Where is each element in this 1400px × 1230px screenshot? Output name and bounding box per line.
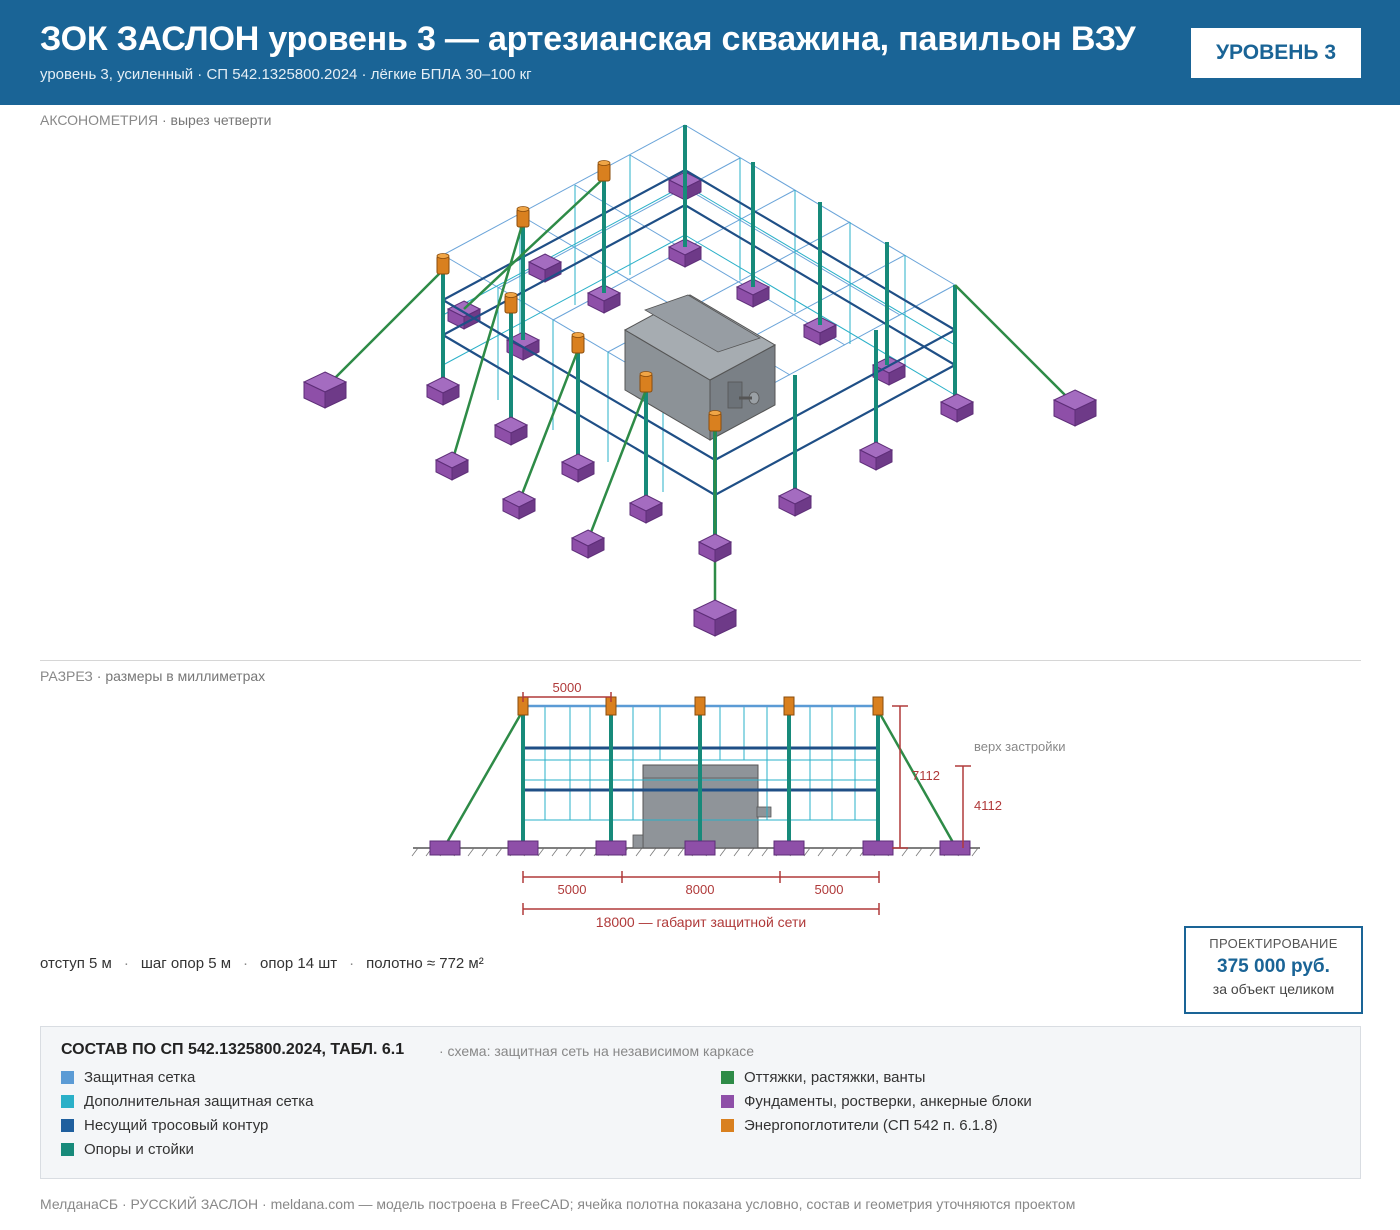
section-guys	[443, 711, 957, 847]
legend-swatch	[721, 1094, 734, 1108]
legend-scheme: · схема: защитная сеть на независимом ка…	[439, 1043, 755, 1059]
legend-swatch	[61, 1142, 74, 1156]
anchor-block	[595, 840, 627, 856]
anchor-block	[629, 494, 663, 524]
stat-step: шаг опор 5 м	[140, 955, 232, 972]
dim-bottom-right: 5000	[815, 882, 844, 897]
energy-absorber	[504, 292, 518, 314]
price-value: 375 000 руб.	[1217, 956, 1330, 977]
legend-label: Фундаменты, ростверки, анкерные блоки	[744, 1092, 1032, 1110]
legend-item: Несущий тросовый контур	[61, 1115, 268, 1135]
anchor-block	[698, 533, 732, 563]
legend-label: Несущий тросовый контур	[84, 1116, 269, 1134]
axonometry-title: АКСОНОМЕТРИЯ	[40, 112, 159, 128]
anchor-block	[494, 416, 528, 446]
anchor-block	[507, 840, 539, 856]
dim-total-height: 7112	[912, 768, 940, 783]
legend-item: Фундаменты, ростверки, анкерные блоки	[721, 1091, 1032, 1111]
energy-absorber	[571, 332, 585, 354]
legend-item: Опоры и стойки	[61, 1139, 194, 1159]
price-caption: ПРОЕКТИРОВАНИЕ	[1209, 936, 1338, 951]
anchor-block	[862, 840, 894, 856]
legend-title: СОСТАВ ПО СП 542.1325800.2024, ТАБЛ. 6.1	[61, 1041, 405, 1058]
energy-absorber	[694, 696, 706, 716]
axonometry-drawing	[303, 124, 1097, 637]
anchor-block	[435, 451, 469, 481]
stats-line: отступ 5 м·шаг опор 5 м·опор 14 шт·полот…	[40, 955, 484, 972]
legend-swatch	[721, 1118, 734, 1132]
energy-absorber	[639, 371, 653, 393]
legend-label: Защитная сетка	[84, 1068, 196, 1086]
anchor-block	[528, 253, 562, 283]
legend-item: Дополнительная защитная сетка	[61, 1091, 313, 1111]
dim-building-height: 4112	[974, 798, 1002, 813]
legend-item: Энергопоглотители (СП 542 п. 6.1.8)	[721, 1115, 998, 1135]
page-title: ЗОК ЗАСЛОН уровень 3 — артезианская сква…	[40, 20, 1136, 58]
legend-panel: СОСТАВ ПО СП 542.1325800.2024, ТАБЛ. 6.1…	[40, 1026, 1361, 1179]
energy-absorber	[708, 410, 722, 432]
stat-offset: отступ 5 м	[40, 955, 112, 972]
level-badge: УРОВЕНЬ 3	[1191, 28, 1361, 78]
energy-absorber	[872, 696, 884, 716]
legend-item: Защитная сетка	[61, 1067, 195, 1087]
anchor-block	[426, 376, 460, 406]
section-title: РАЗРЕЗ	[40, 668, 93, 684]
anchor-block	[859, 441, 893, 471]
legend-label: Энергопоглотители (СП 542 п. 6.1.8)	[744, 1116, 998, 1134]
legend-swatch	[61, 1094, 74, 1108]
anchor-block	[940, 393, 974, 423]
anchor-block	[693, 599, 737, 637]
axonometry-label: АКСОНОМЕТРИЯ · вырез четверти	[40, 112, 271, 128]
legend-label: Опоры и стойки	[84, 1140, 194, 1158]
axonometry-note: · вырез четверти	[158, 112, 272, 128]
energy-absorber	[783, 696, 795, 716]
legend-swatch	[61, 1118, 74, 1132]
section-drawing: 5000 7112 4112 5000 8000 5000 18000 — га…	[411, 680, 1066, 930]
price-box: ПРОЕКТИРОВАНИЕ 375 000 руб. за объект це…	[1184, 926, 1363, 1014]
anchor-block	[502, 490, 536, 520]
anchor-block	[303, 371, 347, 409]
anchor-block	[561, 453, 595, 483]
dim-overall: 18000 — габарит защитной сети	[596, 914, 806, 930]
anchor-block	[773, 840, 805, 856]
energy-absorber	[436, 253, 450, 275]
page-subtitle: уровень 3, усиленный · СП 542.1325800.20…	[40, 66, 532, 83]
dim-top-span: 5000	[553, 680, 582, 695]
section-divider	[40, 660, 1361, 661]
legend-label: Дополнительная защитная сетка	[84, 1092, 314, 1110]
legend-swatch	[721, 1070, 734, 1084]
price-per: за объект целиком	[1212, 981, 1335, 997]
anchor-block	[684, 840, 716, 856]
stat-area: полотно ≈ 772 м²	[366, 955, 484, 972]
building-top-label: верх застройки	[974, 739, 1066, 754]
section-posts	[521, 706, 880, 848]
legend-label: Оттяжки, растяжки, ванты	[744, 1068, 926, 1086]
section-note: · размеры в миллиметрах	[92, 668, 266, 684]
guy-wires	[324, 177, 1076, 615]
anchor-block	[571, 529, 605, 559]
dim-bottom-left: 5000	[558, 882, 587, 897]
anchor-block	[939, 840, 971, 856]
anchor-block	[429, 840, 461, 856]
pump-pavilion	[623, 294, 777, 441]
section-label: РАЗРЕЗ · размеры в миллиметрах	[40, 668, 265, 684]
dimension-lines	[522, 692, 971, 915]
energy-absorber	[516, 206, 530, 228]
anchor-block	[1053, 389, 1097, 427]
stat-posts: опор 14 шт	[260, 955, 338, 972]
legend-swatch	[61, 1070, 74, 1084]
header: ЗОК ЗАСЛОН уровень 3 — артезианская сква…	[0, 0, 1400, 105]
dim-bottom-mid: 8000	[686, 882, 715, 897]
legend-item: Оттяжки, растяжки, ванты	[721, 1067, 925, 1087]
footer-note: МелданаСБ · РУССКИЙ ЗАСЛОН · meldana.com…	[40, 1196, 1076, 1212]
anchor-block	[778, 487, 812, 517]
energy-absorber	[597, 160, 611, 182]
